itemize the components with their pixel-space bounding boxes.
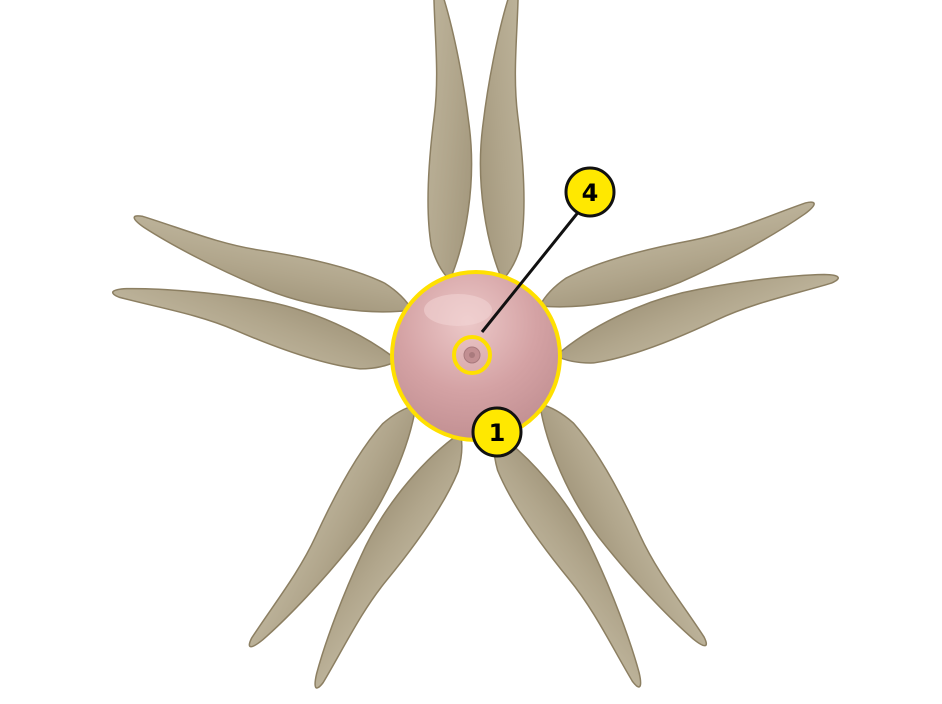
callout-4[interactable]: 4 [566,168,614,216]
arm-left [104,193,423,397]
callout-1-label: 1 [489,419,506,447]
callout-4-label: 4 [582,179,599,207]
callout-1[interactable]: 1 [473,408,521,456]
arm-top [412,0,539,281]
